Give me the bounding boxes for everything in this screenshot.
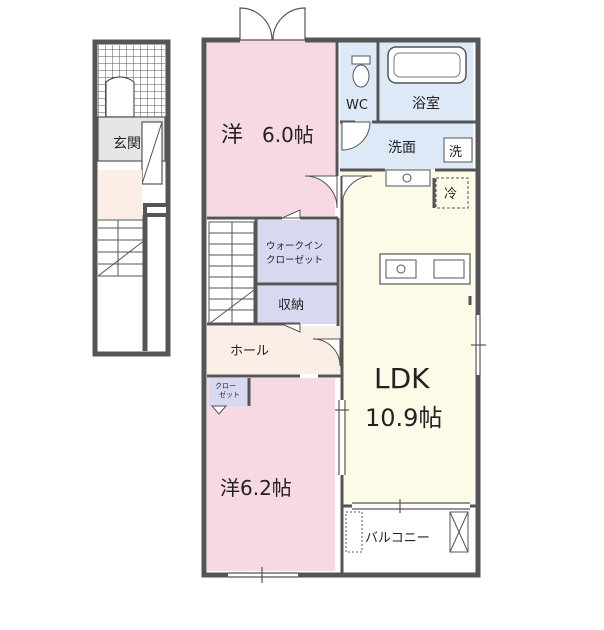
western-room-1-name: 洋 [221,123,243,148]
washer-label: 洗 [449,145,462,160]
bathtub [387,46,467,84]
walk-in-closet [256,220,336,284]
entrance-stairs [97,220,146,277]
ldk-size: 10.9帖 [365,404,442,432]
closet-label-1: クロー [215,382,236,390]
fridge-space [435,177,469,209]
ldk-name: LDK [374,362,430,395]
wc-label: WC [346,98,368,113]
ground-floor-entrance: 玄関 [92,39,171,357]
western-room-2-label: 洋6.2帖 [220,476,292,500]
washer-space [443,137,473,163]
top-entrance-doors [239,7,306,41]
balcony-hatch [449,511,469,553]
toilet [351,55,371,88]
fridge-label: 冷 [444,187,457,202]
western-room-1 [207,40,335,216]
wash-basin [385,169,431,187]
entrance-label: 玄関 [113,135,141,152]
storage-label: 収納 [278,298,304,313]
windows [228,315,486,583]
washroom-label: 洗面 [388,140,416,156]
entrance-door-swing [105,76,135,118]
storage [256,286,336,324]
kitchen-counter [379,253,471,285]
bathroom-label: 浴室 [412,95,440,112]
ldk-room [342,170,473,506]
western-room-1-size: 6.0帖 [262,123,314,147]
western-room-2 [207,378,335,571]
closet-label-2: ゼット [219,390,240,399]
balcony-storage [345,511,363,553]
balcony-label: バルコニー [365,531,430,546]
walk-in-closet-label-1: ウォークイン [266,241,323,252]
entrance-hall-floor [98,170,142,220]
hall-label: ホール [230,344,269,359]
door-swings [210,121,373,415]
closet [209,378,249,406]
walk-in-closet-label-2: クローゼット [266,254,323,266]
staircase [208,221,255,325]
hall [207,326,342,374]
